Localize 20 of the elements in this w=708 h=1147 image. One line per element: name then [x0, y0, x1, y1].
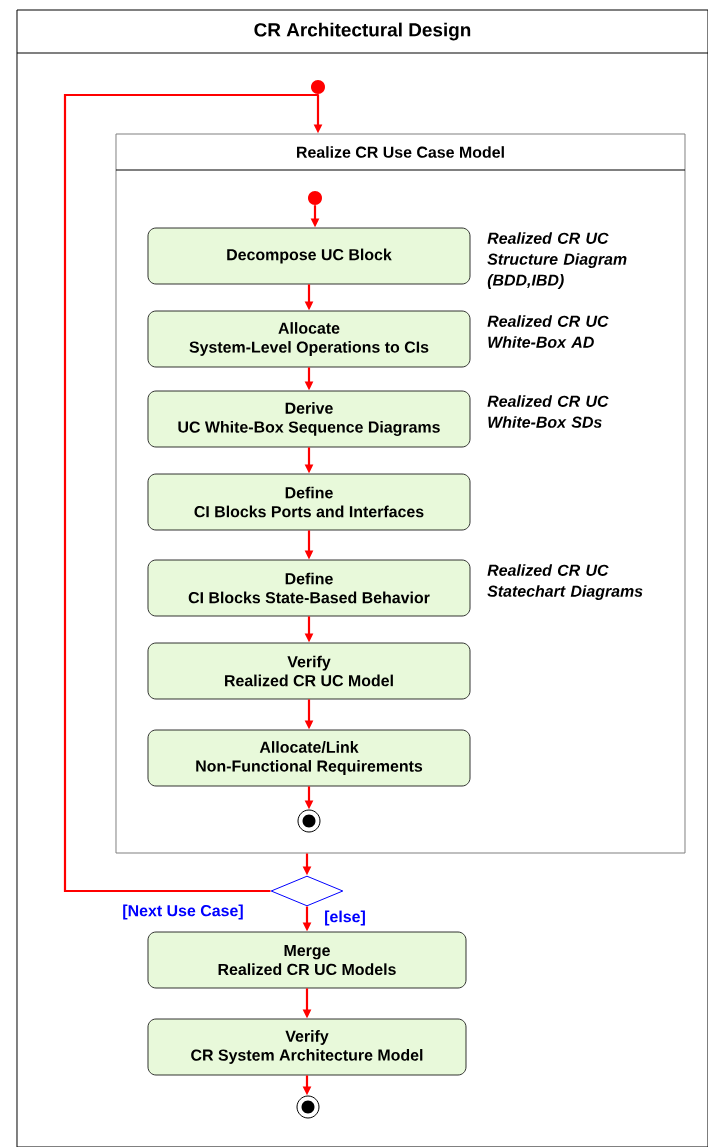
artifact-note: Realized CR UC White-Box AD: [487, 315, 609, 348]
action-box: Decompose UC Block: [147, 227, 471, 285]
artifact-note: Realized CR UC Statechart Diagrams: [487, 564, 643, 600]
action-box: Allocate System-Level Operations to CIs: [147, 310, 471, 368]
artifact-note: Realized CR UC Structure Diagram (BDD,IBD): [487, 232, 627, 289]
initial-node: [308, 191, 322, 205]
action-box: Define CI Blocks State-Based Behavior: [147, 559, 471, 617]
action-box: Verify CR System Architecture Model: [147, 1018, 467, 1076]
action-box: Define CI Blocks Ports and Interfaces: [147, 473, 471, 531]
decision-diamond: [270, 875, 344, 907]
final-node: [297, 809, 321, 833]
guard-label: [else]: [323, 909, 367, 927]
artifact-note: Realized CR UC White-Box SDs: [487, 395, 609, 428]
action-box: Allocate/Link Non-Functional Requirements: [147, 729, 471, 787]
action-box: Merge Realized CR UC Models: [147, 931, 467, 989]
action-box: Verify Realized CR UC Model: [147, 642, 471, 700]
final-node: [296, 1095, 320, 1119]
action-box: Derive UC White-Box Sequence Diagrams: [147, 390, 471, 448]
initial-node: [311, 80, 325, 94]
guard-label: [Next Use Case]: [121, 903, 245, 921]
